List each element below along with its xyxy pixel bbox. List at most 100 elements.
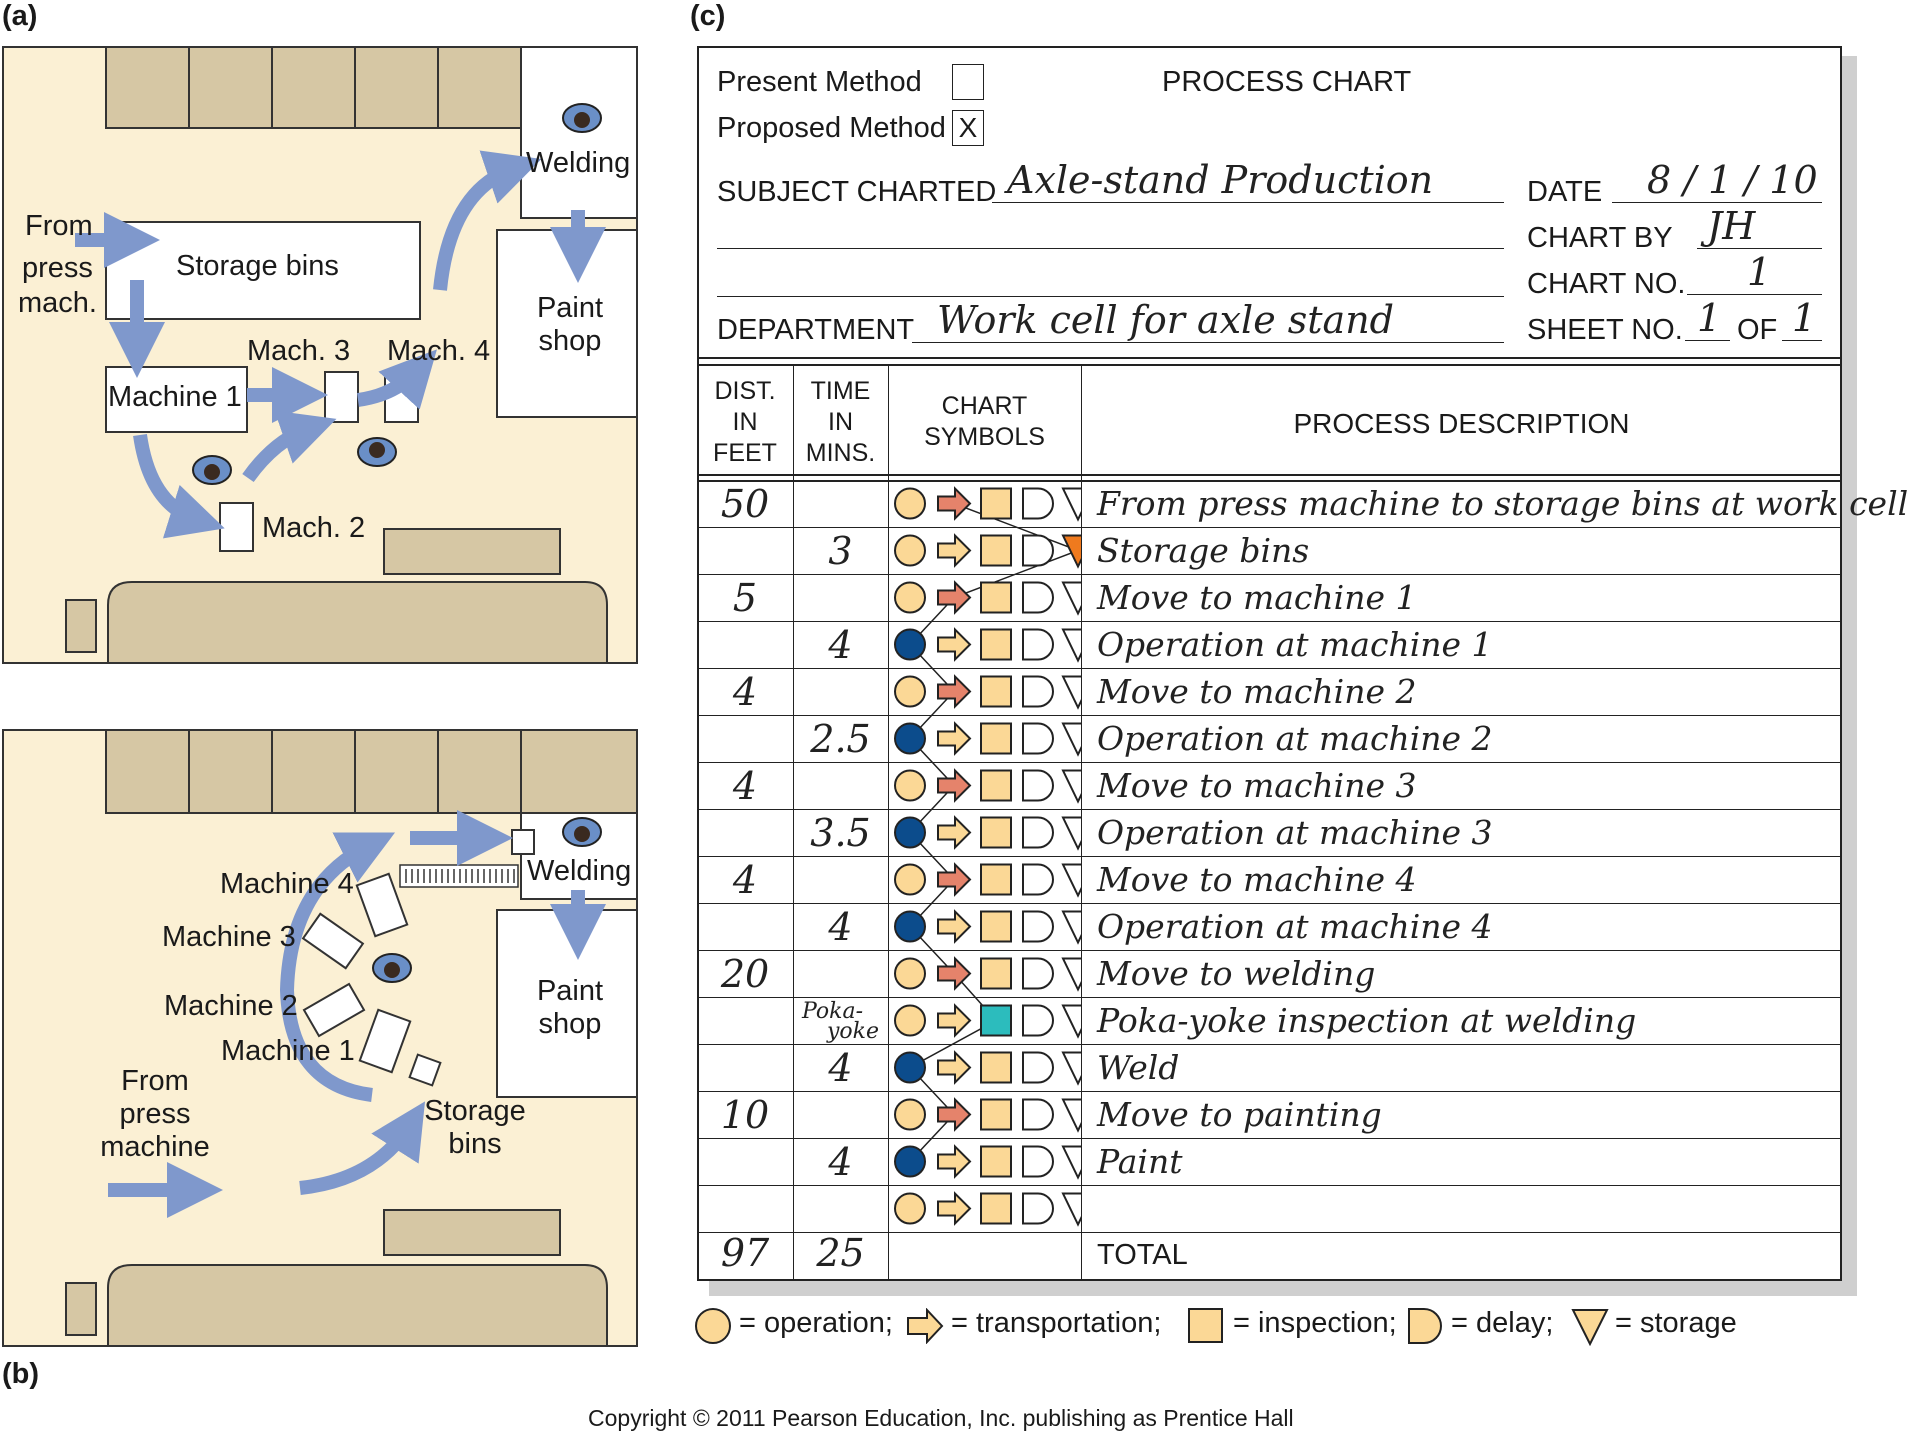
chart-by-label: CHART BY <box>1527 222 1673 254</box>
of-line <box>1782 340 1822 341</box>
transportation-symbol <box>937 1050 972 1085</box>
subject-line <box>992 202 1504 203</box>
from-press-label-2: press <box>22 252 93 284</box>
subject-line-2 <box>717 248 1504 249</box>
delay-symbol <box>1022 1051 1054 1084</box>
storage-symbol <box>1061 722 1081 757</box>
operation-symbol <box>894 1051 926 1084</box>
operation-symbol <box>894 722 926 755</box>
layout-a-drawing <box>2 46 638 664</box>
storage-symbol <box>1061 534 1081 569</box>
storage-symbol <box>1061 1051 1081 1086</box>
row-symbols <box>894 1097 1081 1133</box>
flow-arrows-b <box>108 810 606 1218</box>
delay-symbol <box>1022 675 1054 708</box>
storage-symbol <box>1061 863 1081 898</box>
row-time: 3 <box>828 529 853 573</box>
row-symbols <box>894 909 1081 945</box>
inspection-symbol <box>980 1192 1012 1225</box>
header-symbols-2: SYMBOLS <box>924 423 1045 451</box>
row-dist: 4 <box>732 858 758 902</box>
row-divider <box>697 997 1842 998</box>
operation-symbol <box>894 581 926 614</box>
row-symbols <box>894 768 1081 804</box>
header-time: TIME IN MINS. <box>793 376 888 469</box>
row-divider <box>697 527 1842 528</box>
col-line-1 <box>793 364 794 1279</box>
transportation-symbol <box>937 909 972 944</box>
row-time-poka-2: yoke <box>827 1019 880 1044</box>
delay-legend-icon <box>1408 1308 1442 1344</box>
inspection-symbol <box>980 769 1012 802</box>
paint-shop-label-b: Paint shop <box>510 975 630 1041</box>
sheet-no-line <box>1685 340 1730 341</box>
from-press-machine-label-b: From press machine <box>85 1065 225 1164</box>
proposed-method-checkbox[interactable]: X <box>952 110 984 146</box>
inspection-symbol <box>980 1051 1012 1084</box>
legend-transportation: = transportation; <box>951 1307 1162 1339</box>
row-symbols <box>894 674 1081 710</box>
present-method-checkbox[interactable] <box>952 64 984 100</box>
paint-line-1-b: Paint <box>536 975 604 1007</box>
row-time: 3.5 <box>810 811 871 855</box>
proposed-method-label: Proposed Method <box>717 112 946 144</box>
header-dist-3: FEET <box>713 439 777 467</box>
operation-legend-icon <box>695 1308 731 1344</box>
sheet-no-value: 1 <box>1697 296 1722 340</box>
chart-no-label: CHART NO. <box>1527 268 1686 300</box>
inspection-legend-icon <box>1188 1308 1223 1343</box>
welding-label-a: Welding <box>526 147 631 179</box>
storage-line-1-b: Storage <box>424 1095 526 1127</box>
panel-c-label: (c) <box>690 0 726 32</box>
transportation-symbol <box>937 533 972 568</box>
header-time-3: MINS. <box>805 439 876 467</box>
row-time: 4 <box>828 1046 853 1090</box>
date-value: 8 / 1 / 10 <box>1647 158 1818 202</box>
storage-symbol <box>1061 957 1081 992</box>
transportation-symbol <box>937 862 972 897</box>
storage-symbol <box>1061 910 1081 945</box>
wall-cabinets-a <box>105 46 522 129</box>
col-line-2 <box>888 364 889 1279</box>
header-dist-1: DIST. <box>714 377 776 405</box>
row-description: Operation at machine 2 <box>1097 719 1493 758</box>
row-symbols <box>894 1050 1081 1086</box>
inspection-symbol <box>980 534 1012 567</box>
inspection-symbol <box>980 487 1012 520</box>
operation-symbol <box>894 1004 926 1037</box>
layout-a: From press mach. Storage bins Machine 1 … <box>0 0 660 670</box>
delay-symbol <box>1022 863 1054 896</box>
row-description: Move to machine 1 <box>1097 578 1417 617</box>
machine-2-label-b: Machine 2 <box>164 990 298 1022</box>
table-a <box>383 528 561 575</box>
symbol-legend: = operation; = transportation; = inspect… <box>693 1300 1873 1350</box>
welding-label-b: Welding <box>527 855 632 887</box>
storage-bins-label-a: Storage bins <box>176 250 339 282</box>
inspection-symbol <box>980 675 1012 708</box>
chart-no-line <box>1687 294 1822 295</box>
sheet-no-label: SHEET NO. <box>1527 314 1683 346</box>
header-time-2: IN <box>828 408 853 436</box>
machines-b <box>301 872 442 1087</box>
storage-symbol <box>1061 628 1081 663</box>
row-time: 4 <box>828 623 853 667</box>
header-bottom-2 <box>697 480 1842 482</box>
inspection-symbol <box>980 816 1012 849</box>
operation-symbol <box>894 1192 926 1225</box>
machine-3-a <box>324 371 359 423</box>
row-dist: 5 <box>732 576 758 620</box>
machine-1-label-b: Machine 1 <box>221 1035 355 1067</box>
operation-symbol <box>894 863 926 896</box>
row-description: Move to machine 2 <box>1097 672 1417 711</box>
subject-value: Axle-stand Production <box>1007 158 1434 202</box>
row-divider <box>697 574 1842 575</box>
from-line-1-b: From <box>121 1065 189 1097</box>
operation-symbol <box>894 628 926 661</box>
row-description: From press machine to storage bins at wo… <box>1097 484 1909 523</box>
storage-symbol <box>1061 1098 1081 1133</box>
transportation-symbol <box>937 1003 972 1038</box>
row-divider <box>697 809 1842 810</box>
conveyor-rollers-b <box>405 869 515 883</box>
total-time: 25 <box>816 1231 865 1275</box>
